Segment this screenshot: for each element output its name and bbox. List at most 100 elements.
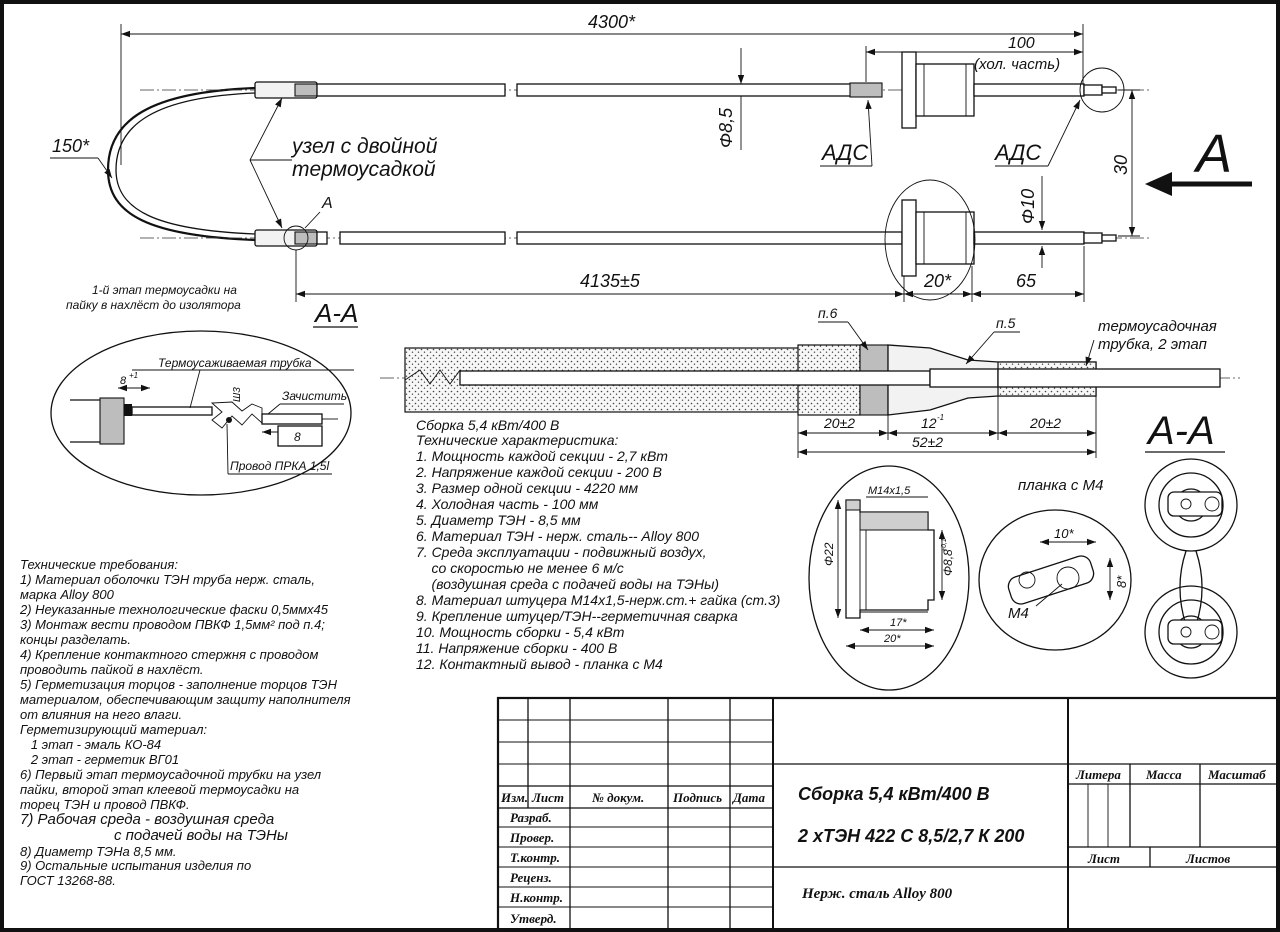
tb-role: Утверд. bbox=[510, 911, 557, 926]
section-aa-label-left: А-А bbox=[313, 298, 358, 328]
tb-name-line2: 2 хТЭН 422 С 8,5/2,7 К 200 bbox=[797, 826, 1024, 846]
tech-req-line: марка Alloy 800 bbox=[20, 587, 115, 602]
specs-block: Сборка 5,4 кВт/400 В Технические характе… bbox=[415, 417, 780, 672]
spec-item: 1. Мощность каждой секции - 2,7 кВт bbox=[416, 448, 668, 464]
tech-req-line: Герметизирующий материал: bbox=[20, 722, 207, 737]
tech-req-line: от влияния на него влаги. bbox=[20, 707, 182, 722]
dim-flange-diameter: Φ10 bbox=[1018, 189, 1038, 224]
spec-item: 2. Напряжение каждой секции - 200 В bbox=[415, 464, 662, 480]
dim-detail-8-tol: +1 bbox=[129, 371, 138, 380]
tech-req-line: 1 этап - эмаль КО-84 bbox=[20, 737, 161, 752]
dim-cold-part: 100 bbox=[1008, 35, 1035, 52]
tb-sheet: Лист bbox=[1087, 851, 1120, 866]
tech-req-line: пайки, второй этап клеевой термоусадки н… bbox=[20, 782, 299, 797]
dim-end-length: 65 bbox=[1016, 271, 1037, 291]
section-aa-left: А-А Термоусаживаемая трубка 8 +1 Ш3 Зачи… bbox=[50, 298, 358, 496]
dim-bottom-length: 4135±5 bbox=[580, 271, 641, 291]
tech-req-line: проводить пайкой в нахлёст. bbox=[20, 662, 204, 677]
dim-strip-length: 8 bbox=[294, 430, 301, 444]
section-view: п.6 п.5 термоусадочная трубка, 2 этап 20… bbox=[380, 305, 1240, 458]
tb-header-date: Дата bbox=[732, 790, 765, 805]
detail-a-ellipse bbox=[50, 330, 352, 496]
nut-bottom bbox=[915, 211, 975, 265]
tech-req-line: 8) Диаметр ТЭНа 8,5 мм. bbox=[20, 844, 176, 859]
tb-name-line1: Сборка 5,4 кВт/400 В bbox=[798, 784, 990, 804]
tb-header-doc: № докум. bbox=[591, 790, 644, 805]
fitting-thread: М14х1,5 bbox=[868, 485, 911, 497]
tb-material: Нерж. сталь Alloy 800 bbox=[801, 886, 953, 902]
detail-ellipse-fitting bbox=[884, 179, 976, 301]
title-block: Изм. Лист № докум. Подпись Дата Разраб. … bbox=[496, 696, 1280, 932]
spec-item: со скоростью не менее 6 м/с bbox=[416, 560, 624, 576]
spec-item: 3. Размер одной секции - 4220 мм bbox=[416, 480, 639, 496]
connecting-wire bbox=[106, 86, 256, 242]
spec-item: 10. Мощность сборки - 5,4 кВт bbox=[416, 624, 625, 640]
dim-detail-8: 8 bbox=[120, 375, 127, 387]
tech-req-line: 2) Неуказанные технологические фаски 0,5… bbox=[19, 602, 329, 617]
tech-req-line: торец ТЭН и провод ПВКФ. bbox=[20, 797, 190, 812]
tb-scale: Масштаб bbox=[1207, 767, 1266, 782]
double-shrink-label-2: термоусадкой bbox=[292, 158, 436, 181]
tb-mass: Масса bbox=[1145, 767, 1182, 782]
tech-req-line: 2 этап - герметик ВГ01 bbox=[20, 752, 179, 767]
heater-tube-top-left bbox=[316, 83, 506, 97]
tb-role: Провер. bbox=[509, 830, 554, 845]
spec-item: (воздушная среда с подачей воды на ТЭНы) bbox=[416, 576, 719, 592]
tb-role: Реценз. bbox=[510, 870, 552, 885]
double-shrink-label-1: узел с двойной bbox=[290, 135, 438, 158]
tb-sheets: Листов bbox=[1185, 851, 1230, 866]
p6-label: п.6 bbox=[818, 305, 838, 321]
wire-pvkf bbox=[997, 368, 1221, 388]
section-aa-right: А-А bbox=[1144, 409, 1238, 679]
tech-req-line: концы разделать. bbox=[20, 632, 131, 647]
flange-top bbox=[901, 51, 917, 129]
stage1-note-2: пайку в нахлёст до изолятора bbox=[66, 298, 241, 312]
tech-req-line: 6) Первый этап термоусадочной трубки на … bbox=[20, 767, 322, 782]
dim-bend: 150* bbox=[52, 136, 90, 156]
detail-a-label: А bbox=[321, 195, 333, 212]
spec-item: 11. Напряжение сборки - 400 В bbox=[416, 640, 617, 656]
spec-item: 6. Материал ТЭН - нерж. сталь-- Alloy 80… bbox=[416, 528, 699, 544]
main-view: 4300* 150* 100 (хол. часть) Φ8,5 АДС bbox=[50, 12, 1252, 312]
view-a-label: А bbox=[1193, 124, 1232, 184]
fitting-d22: Φ22 bbox=[822, 542, 836, 566]
plate-title: планка с М4 bbox=[1018, 477, 1103, 494]
tb-header-izm: Изм. bbox=[500, 790, 528, 805]
fitting-detail: М14х1,5 Φ22 Φ8,8 +0,1 17* 20* bbox=[808, 465, 970, 691]
dim-section-12: 12 bbox=[921, 415, 937, 431]
tech-req-line: 3) Монтаж вести проводом ПВКФ 1,5мм² под… bbox=[20, 617, 325, 632]
dim-section-52: 52±2 bbox=[912, 434, 943, 450]
fitting-d88: Φ8,8 bbox=[941, 549, 955, 576]
dim-section-20b: 20±2 bbox=[1029, 415, 1061, 431]
tb-role: Н.контр. bbox=[509, 890, 563, 905]
dim-section-12-tol: -1 bbox=[937, 413, 944, 422]
wire-label: Провод ПРКА 1,5l bbox=[230, 459, 329, 473]
tb-role: Разраб. bbox=[510, 810, 552, 825]
ads-label-left: АДС bbox=[820, 140, 868, 165]
spec-item: 9. Крепление штуцер/ТЭН--герметичная сва… bbox=[416, 608, 738, 624]
dim-cold-part-note: (хол. часть) bbox=[974, 56, 1060, 73]
spec-item: 8. Материал штуцера М14х1,5-нерж.ст.+ га… bbox=[416, 592, 780, 608]
heater-tube-bottom-right bbox=[516, 231, 903, 245]
tech-req-line: Технические требования: bbox=[20, 557, 178, 572]
shrink-stage2-label-1: термоусадочная bbox=[1098, 318, 1217, 335]
tech-req-line: материалом, обеспечивающим защиту наполн… bbox=[20, 692, 351, 707]
spec-item: 7. Среда эксплуатации - подвижный воздух… bbox=[416, 544, 706, 560]
shrink-tube-label: Термоусаживаемая трубка bbox=[158, 356, 312, 370]
tb-header-list: Лист bbox=[531, 790, 564, 805]
tb-role: Т.контр. bbox=[510, 850, 560, 865]
spec-item: 5. Диаметр ТЭН - 8,5 мм bbox=[416, 512, 581, 528]
tb-header-sign: Подпись bbox=[672, 790, 722, 805]
plate-dim-8: 8* bbox=[1114, 575, 1129, 588]
spec-item: 12. Контактный вывод - планка с М4 bbox=[416, 656, 663, 672]
plate-m4-label: М4 bbox=[1008, 605, 1029, 622]
nut-top bbox=[915, 63, 975, 117]
tech-req-line: 9) Остальные испытания изделия по bbox=[20, 858, 251, 873]
tech-req-line: 5) Герметизация торцов - заполнение торц… bbox=[20, 677, 338, 692]
tech-req-line: 7) Рабочая среда - воздушная среда bbox=[20, 811, 274, 828]
tech-req-line: 4) Крепление контактного стержня с прово… bbox=[20, 647, 318, 662]
dim-section-20a: 20±2 bbox=[823, 415, 855, 431]
heater-tube-bottom-left bbox=[339, 231, 506, 245]
spec-item: 4. Холодная часть - 100 мм bbox=[416, 496, 599, 512]
dim-sh3: Ш3 bbox=[232, 387, 243, 402]
